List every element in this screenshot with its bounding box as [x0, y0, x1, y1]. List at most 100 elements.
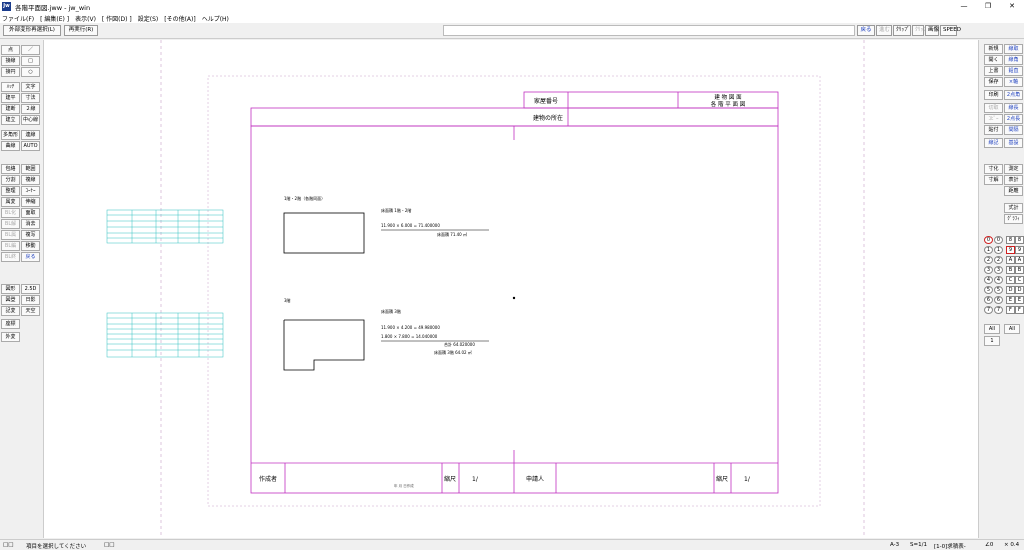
left-tool-12-0[interactable]: 属変 [1, 197, 20, 207]
right-tool-4-0[interactable]: 印刷 [984, 90, 1003, 100]
layer-group-9-button[interactable]: 9 [1015, 246, 1024, 254]
control-input-area[interactable] [443, 25, 855, 36]
right-tool-9-0[interactable]: 寸化 [984, 164, 1003, 174]
left-tool-19-0[interactable]: 図登 [1, 295, 20, 305]
paper-size[interactable]: A-3 [890, 542, 900, 548]
drawing-canvas[interactable]: 家屋番号 建物の所在 建 物 図 面 各 階 平 面 図 作成者 縮尺 1/ 申… [43, 40, 979, 538]
layer-8-button[interactable]: 8 [1006, 236, 1015, 244]
left-tool-21-0[interactable]: 座標 [1, 319, 20, 329]
layer-group-4-button[interactable]: 4 [994, 276, 1003, 284]
left-tool-4-1[interactable]: 寸法 [21, 93, 40, 103]
menu-help[interactable]: ヘルプ(H) [201, 15, 229, 23]
layer-one-button[interactable]: 1 [984, 336, 1000, 346]
layer-group-0-button[interactable]: 0 [994, 236, 1003, 244]
left-tool-17-0[interactable]: BL終 [1, 252, 20, 262]
left-tool-9-1[interactable]: 範囲 [21, 164, 40, 174]
right-tool-10-0[interactable]: 寸解 [984, 175, 1003, 185]
layer-0-button[interactable]: 0 [984, 236, 993, 244]
right-tool-10-1[interactable]: 表計 [1004, 175, 1023, 185]
left-tool-14-0[interactable]: BL解 [1, 219, 20, 229]
layer-group-7-button[interactable]: 7 [994, 306, 1003, 314]
menu-draw[interactable]: [ 作図(D) ] [101, 15, 132, 23]
layer-all-button[interactable]: All [984, 324, 1000, 334]
layer-group-1-button[interactable]: 1 [994, 246, 1003, 254]
left-tool-8-0[interactable]: 曲線 [1, 141, 20, 151]
tag-button[interactable]: ｸﾘｯﾌﾟ [912, 25, 929, 36]
left-tool-2-1[interactable]: ○ [21, 67, 40, 77]
left-tool-10-1[interactable]: 複線 [21, 175, 40, 185]
right-tool-11-1[interactable]: 距離 [1004, 186, 1023, 196]
scale-indicator[interactable]: S=1/1 [910, 542, 927, 548]
left-tool-18-0[interactable]: 図形 [1, 284, 20, 294]
right-tool-2-0[interactable]: 上書 [984, 66, 1003, 76]
left-tool-1-1[interactable]: □ [21, 56, 40, 66]
right-tool-6-1[interactable]: 2点長 [1004, 114, 1023, 124]
layer-9-button[interactable]: 9 [1006, 246, 1015, 254]
layer-group-3-button[interactable]: 3 [994, 266, 1003, 274]
layer-F-button[interactable]: F [1006, 306, 1015, 314]
right-tool-7-0[interactable]: 貼付 [984, 125, 1003, 135]
left-tool-12-1[interactable]: 伸縮 [21, 197, 40, 207]
left-tool-0-1[interactable]: ／ [21, 45, 40, 55]
layer-group-C-button[interactable]: C [1015, 276, 1024, 284]
menu-settings[interactable]: 設定(S) [137, 15, 159, 23]
menu-view[interactable]: 表示(V) [75, 15, 96, 23]
speed-button[interactable]: SPEED [940, 25, 961, 36]
left-tool-14-1[interactable]: 消去 [21, 219, 40, 229]
right-tool-1-0[interactable]: 開く [984, 55, 1003, 65]
layer-3-button[interactable]: 3 [984, 266, 993, 274]
layer-group-D-button[interactable]: D [1015, 286, 1024, 294]
layer-group-2-button[interactable]: 2 [994, 256, 1003, 264]
right-tool-9-1[interactable]: 測定 [1004, 164, 1023, 174]
menu-edit[interactable]: [ 編集(E) ] [40, 15, 70, 23]
left-tool-20-1[interactable]: 天空 [21, 306, 40, 316]
group-all-button[interactable]: All [1004, 324, 1020, 334]
left-tool-16-0[interactable]: BL編 [1, 241, 20, 251]
angle-indicator[interactable]: ∠0 [985, 542, 994, 548]
layer-2-button[interactable]: 2 [984, 256, 993, 264]
layer-4-button[interactable]: 4 [984, 276, 993, 284]
right-tool-6-0[interactable]: ｺﾋﾟｰ [984, 114, 1003, 124]
left-tool-3-1[interactable]: 文字 [21, 82, 40, 92]
rerun-button[interactable]: 再実行(R) [64, 25, 98, 36]
layer-C-button[interactable]: C [1006, 276, 1015, 284]
right-tool-4-1[interactable]: 2点角 [1004, 90, 1023, 100]
minimize-icon[interactable]: — [960, 2, 968, 10]
redo-button[interactable]: 進む [876, 25, 892, 36]
zoom-indicator[interactable]: × 0.4 [1004, 542, 1020, 548]
left-tool-17-1[interactable]: 戻る [21, 252, 40, 262]
image-button[interactable]: 画像 [925, 25, 939, 36]
close-icon[interactable]: ✕ [1009, 2, 1015, 10]
layer-5-button[interactable]: 5 [984, 286, 993, 294]
right-tool-8-1[interactable]: 基設 [1004, 138, 1023, 148]
right-tool-7-1[interactable]: 間隔 [1004, 125, 1023, 135]
right-tool-2-1[interactable]: 鉛直 [1004, 66, 1023, 76]
right-tool-13-1[interactable]: ｸﾞﾗﾌｨ [1004, 214, 1023, 224]
left-tool-6-1[interactable]: 中心線 [21, 115, 40, 125]
external-reselect-button[interactable]: 外部変形再選択(L) [3, 25, 61, 36]
right-tool-8-0[interactable]: 線記 [984, 138, 1003, 148]
left-tool-0-0[interactable]: 点 [1, 45, 20, 55]
layer-group-B-button[interactable]: B [1015, 266, 1024, 274]
left-tool-16-1[interactable]: 移動 [21, 241, 40, 251]
left-tool-15-1[interactable]: 複写 [21, 230, 40, 240]
layer-group-6-button[interactable]: 6 [994, 296, 1003, 304]
left-tool-20-0[interactable]: 記変 [1, 306, 20, 316]
layer-group-F-button[interactable]: F [1015, 306, 1024, 314]
left-tool-13-0[interactable]: BL化 [1, 208, 20, 218]
left-tool-6-0[interactable]: 建立 [1, 115, 20, 125]
left-tool-18-1[interactable]: 2.5D [21, 284, 40, 294]
layer-D-button[interactable]: D [1006, 286, 1015, 294]
left-tool-3-0[interactable]: ﾊｯﾁ [1, 82, 20, 92]
left-tool-13-1[interactable]: 面取 [21, 208, 40, 218]
left-tool-7-0[interactable]: 多角形 [1, 130, 20, 140]
left-tool-10-0[interactable]: 分割 [1, 175, 20, 185]
layer-group-5-button[interactable]: 5 [994, 286, 1003, 294]
menu-file[interactable]: ファイル(F) [2, 15, 35, 23]
right-tool-0-0[interactable]: 新規 [984, 44, 1003, 54]
layer-6-button[interactable]: 6 [984, 296, 993, 304]
right-tool-0-1[interactable]: 線取 [1004, 44, 1023, 54]
clip-button[interactable]: ｸﾘｯﾌﾟ [893, 25, 911, 36]
layer-A-button[interactable]: A [1006, 256, 1015, 264]
right-tool-3-1[interactable]: ×軸 [1004, 77, 1023, 87]
